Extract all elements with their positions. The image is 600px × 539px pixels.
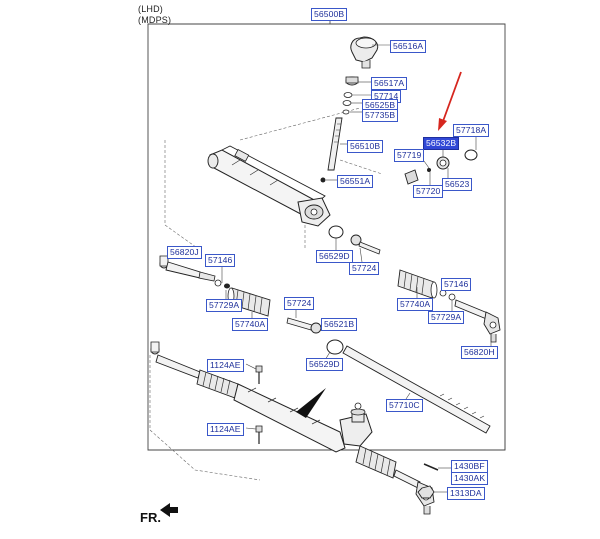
part-label-1124AE-upper[interactable]: 1124AE bbox=[207, 359, 244, 372]
leader-lines bbox=[190, 44, 492, 493]
header-variant-lhd: (LHD) bbox=[138, 4, 163, 14]
part-label-56551A[interactable]: 56551A bbox=[337, 175, 374, 188]
o-ring-middle bbox=[326, 339, 344, 355]
assembled-gear-lower bbox=[150, 341, 435, 515]
part-label-57735B[interactable]: 57735B bbox=[362, 109, 399, 122]
mounting-bolts bbox=[255, 365, 263, 444]
part-label-57719[interactable]: 57719 bbox=[394, 149, 425, 162]
cotter-pin bbox=[423, 463, 439, 471]
o-ring-upper bbox=[328, 225, 344, 239]
tie-rod-end-right-upper bbox=[454, 299, 501, 343]
part-label-1313DA[interactable]: 1313DA bbox=[447, 487, 485, 500]
inner-tie-rod-upper bbox=[350, 234, 381, 255]
part-label-57720[interactable]: 57720 bbox=[413, 185, 444, 198]
input-shaft-assembly bbox=[320, 36, 379, 183]
highlight-arrow bbox=[438, 71, 462, 131]
part-label-57740A-left[interactable]: 57740A bbox=[232, 318, 269, 331]
part-label-1430AK[interactable]: 1430AK bbox=[451, 472, 489, 485]
part-label-56532B-highlighted[interactable]: 56532B bbox=[423, 137, 460, 150]
part-label-56529D-middle[interactable]: 56529D bbox=[306, 358, 343, 371]
header-variant-mdps: (MDPS) bbox=[138, 15, 172, 25]
part-label-56523[interactable]: 56523 bbox=[442, 178, 473, 191]
rack-bar bbox=[342, 345, 491, 434]
part-label-57146-left[interactable]: 57146 bbox=[205, 254, 236, 267]
part-label-57710C[interactable]: 57710C bbox=[386, 399, 423, 412]
inner-tie-rod-middle bbox=[286, 317, 322, 334]
castle-nut bbox=[417, 485, 435, 499]
part-label-56510B[interactable]: 56510B bbox=[347, 140, 384, 153]
gear-housing-upper bbox=[207, 145, 331, 227]
part-label-57724-upper[interactable]: 57724 bbox=[349, 262, 380, 275]
part-label-57146-right[interactable]: 57146 bbox=[441, 278, 472, 291]
front-direction-arrow bbox=[160, 503, 178, 517]
part-label-56516A[interactable]: 56516A bbox=[390, 40, 427, 53]
part-label-57718A[interactable]: 57718A bbox=[453, 124, 490, 137]
part-label-57729A-right[interactable]: 57729A bbox=[428, 311, 465, 324]
part-label-56529D-upper[interactable]: 56529D bbox=[316, 250, 353, 263]
part-label-57724-middle[interactable]: 57724 bbox=[284, 297, 315, 310]
yoke-plug-parts bbox=[404, 149, 478, 185]
part-label-56820J[interactable]: 56820J bbox=[167, 246, 202, 259]
tie-rod-end-left-upper bbox=[159, 255, 216, 282]
section-wedge bbox=[296, 388, 326, 418]
part-label-57740A-right[interactable]: 57740A bbox=[397, 298, 434, 311]
part-label-1124AE-lower[interactable]: 1124AE bbox=[207, 423, 244, 436]
part-label-57729A-left[interactable]: 57729A bbox=[206, 299, 243, 312]
dust-boot-right bbox=[397, 269, 438, 299]
front-direction-label: FR. bbox=[140, 510, 161, 525]
part-label-56820H[interactable]: 56820H bbox=[461, 346, 498, 359]
part-label-56500B[interactable]: 56500B bbox=[311, 8, 348, 21]
part-label-56517A[interactable]: 56517A bbox=[371, 77, 408, 90]
part-label-56521B[interactable]: 56521B bbox=[321, 318, 358, 331]
